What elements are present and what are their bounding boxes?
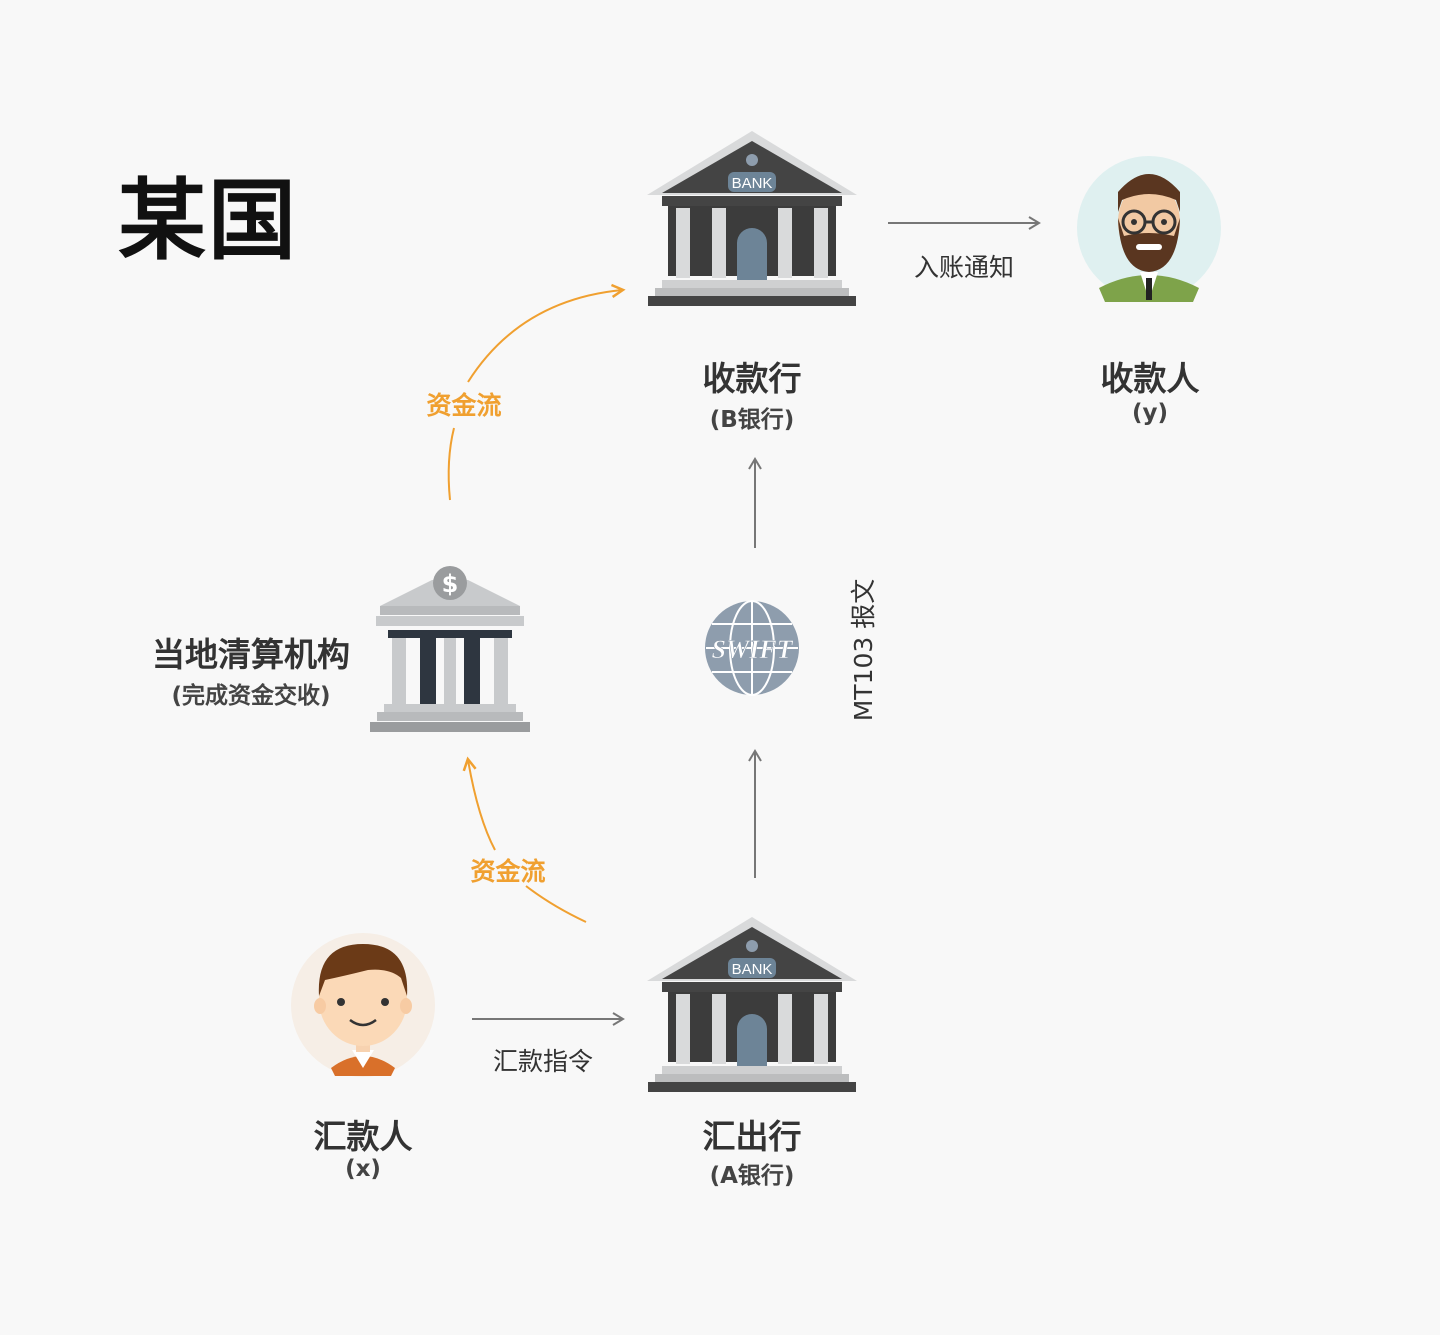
payee-subtitle: (y) [1131, 400, 1169, 426]
country-title: 某国 [118, 169, 299, 272]
dollar-icon: $ [442, 570, 459, 598]
remitter-avatar [291, 933, 435, 1077]
payee-avatar [1077, 156, 1221, 302]
receiving-bank-icon: BANK [647, 131, 857, 306]
clearing-house-subtitle: (完成资金交收) [171, 683, 331, 709]
clearing-house-icon: $ [370, 566, 530, 732]
sending-bank-icon: BANK [647, 917, 857, 1092]
receiving-bank-sign: BANK [732, 175, 773, 192]
payee-title: 收款人 [1100, 359, 1200, 398]
fund-flow-upper-arrow-head-segment [467, 283, 626, 383]
remit-instruction-label: 汇款指令 [492, 1047, 594, 1076]
swift-logo-icon: SWIFT [705, 600, 799, 696]
fund-flow-upper-arrow-tail-segment [447, 427, 455, 501]
sending-bank-sign: BANK [732, 961, 773, 978]
swift-logo-text: SWIFT [712, 635, 794, 664]
fund-flow-lower-arrow-tail-segment [525, 885, 587, 923]
sending-bank-subtitle: (A银行) [709, 1163, 795, 1189]
credit-notice-label: 入账通知 [913, 253, 1015, 282]
fund-flow-lower-label: 资金流 [470, 857, 546, 886]
receiving-bank-subtitle: (B银行) [709, 407, 795, 433]
fund-flow-upper-label: 资金流 [426, 391, 502, 420]
mt103-message-label: MT103 报文 [849, 578, 878, 722]
sending-bank-title: 汇出行 [702, 1117, 802, 1156]
clearing-house-title: 当地清算机构 [152, 635, 350, 674]
receiving-bank-title: 收款行 [702, 359, 802, 398]
remitter-title: 汇款人 [313, 1117, 413, 1156]
fund-flow-lower-arrow-head-segment [462, 756, 496, 851]
remitter-subtitle: (x) [345, 1156, 381, 1182]
